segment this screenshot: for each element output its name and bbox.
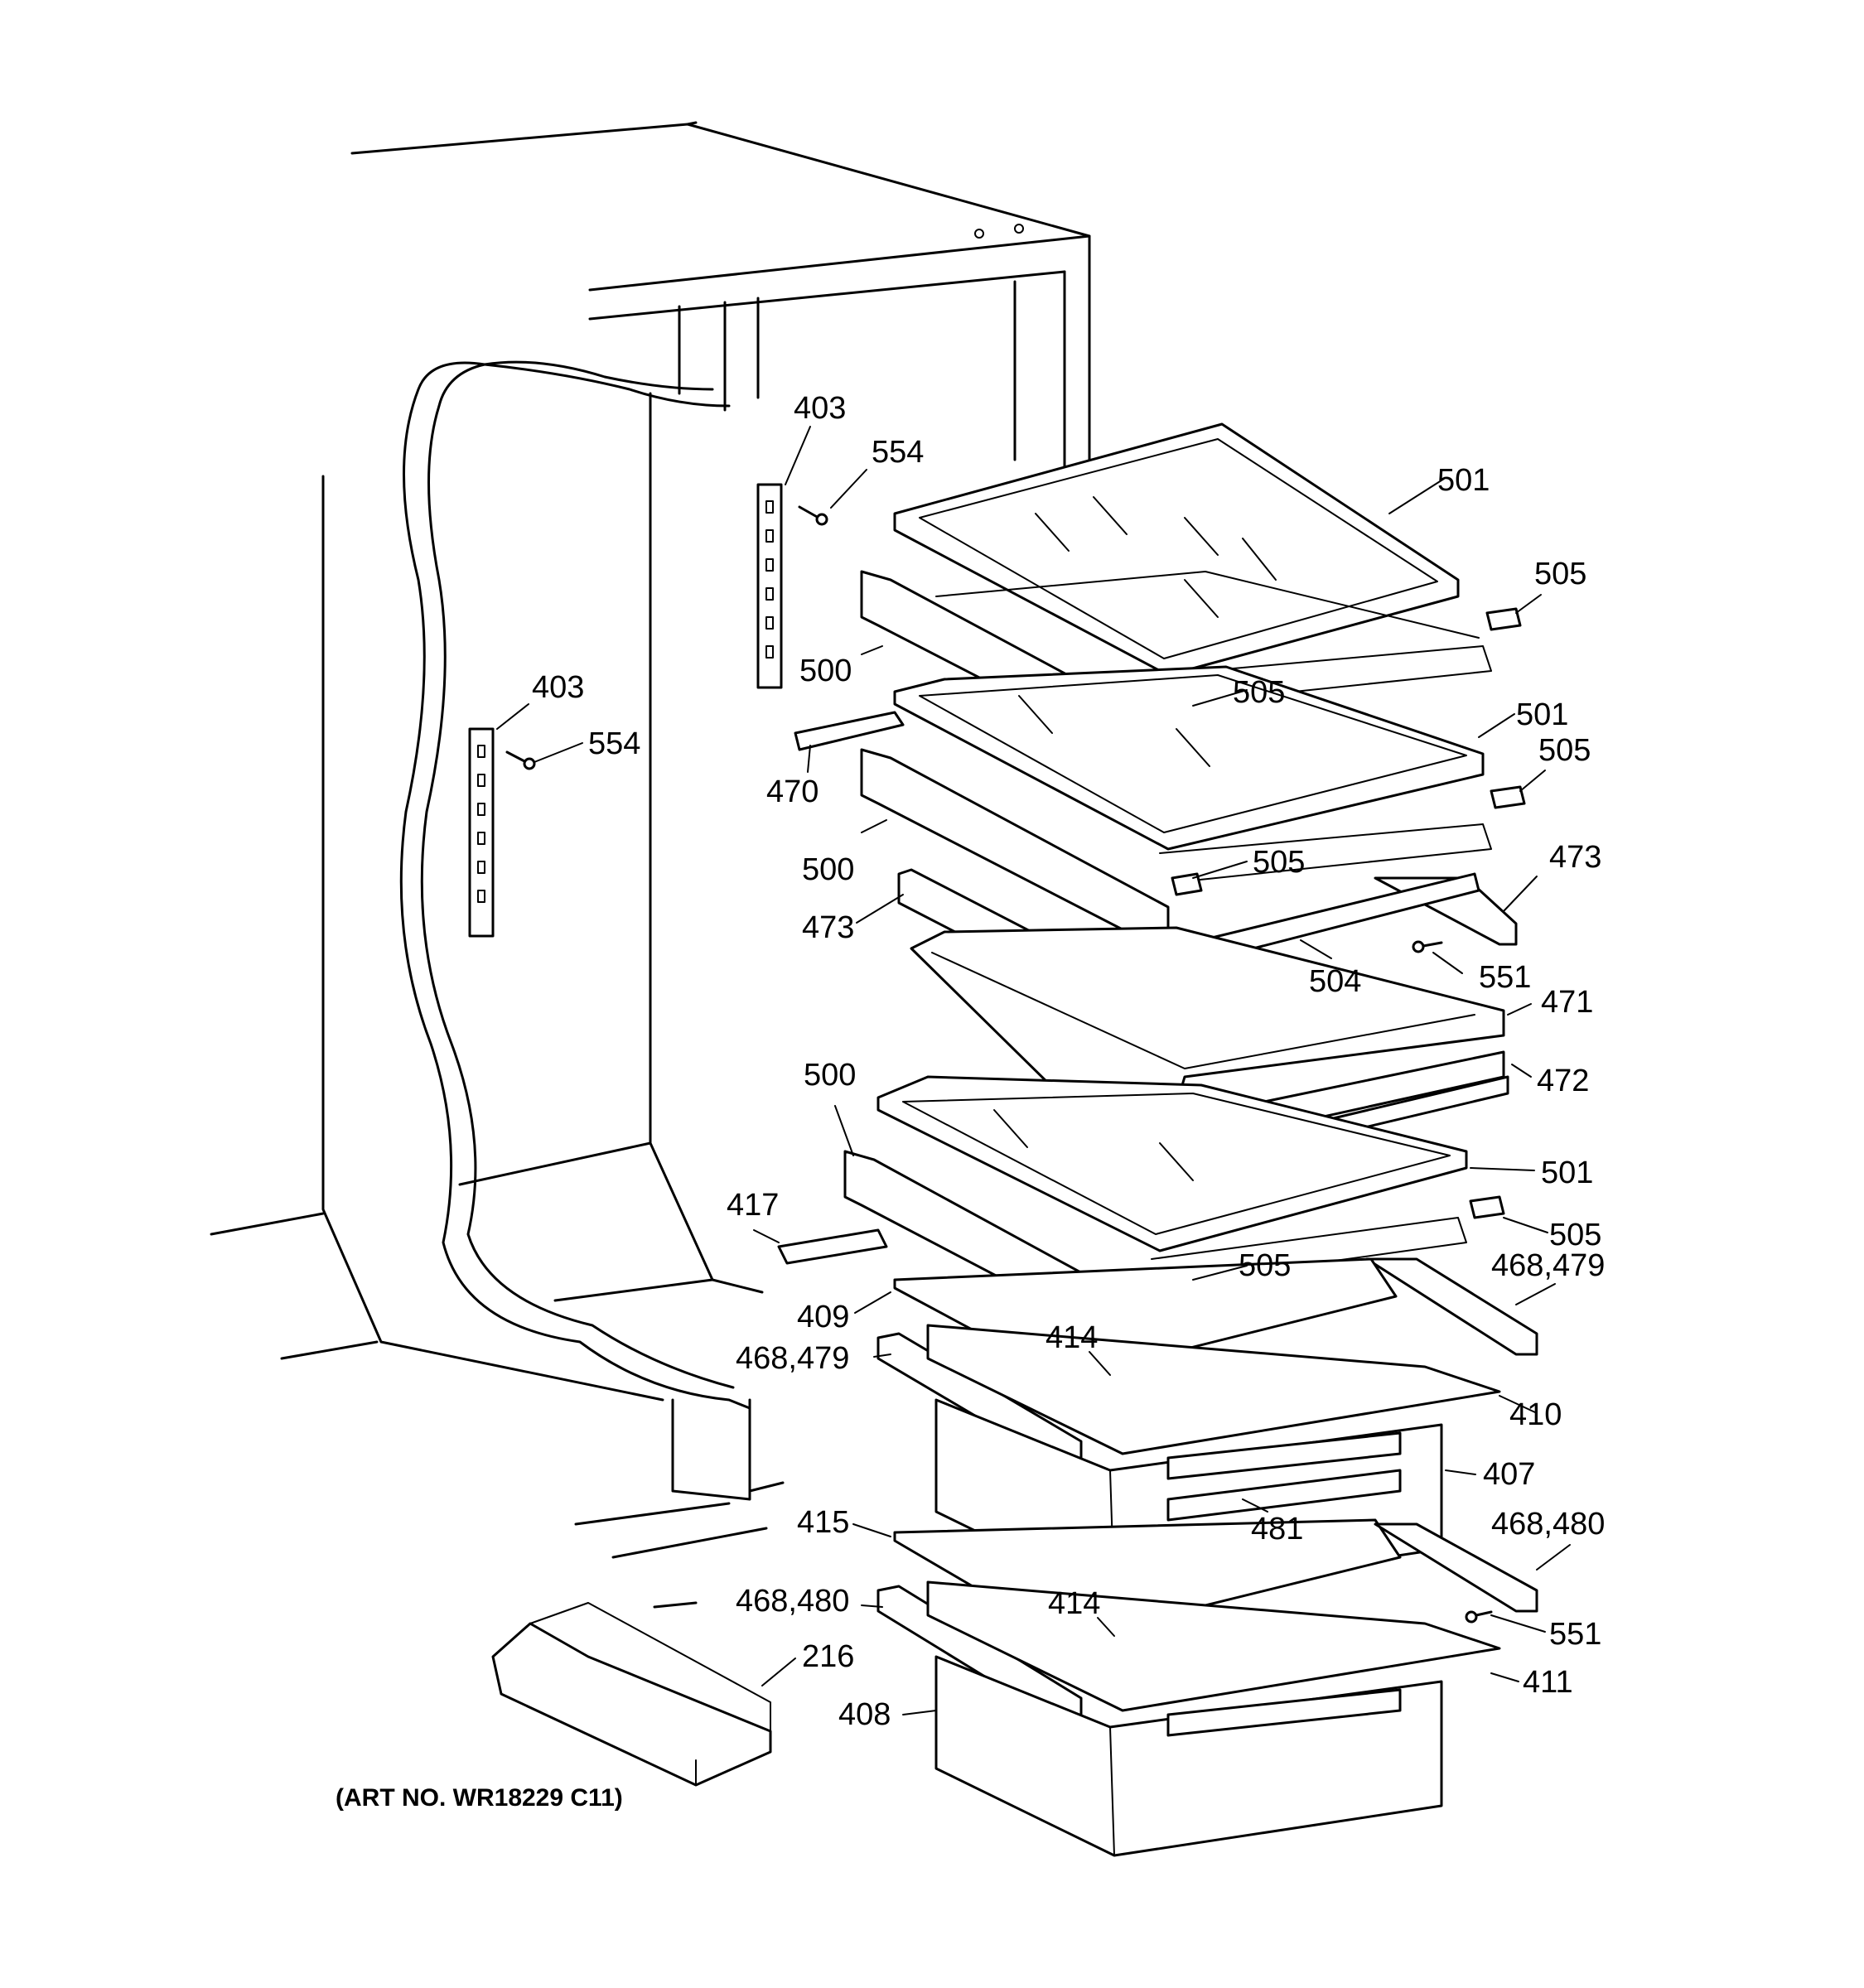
shelf-support-505-c (1490, 785, 1526, 809)
light-shield-417 (777, 1228, 888, 1265)
callout-505: 505 (1549, 1218, 1601, 1252)
glass-shelf-top (893, 422, 1460, 677)
drawer-slide-468-480-right (1374, 1522, 1538, 1613)
glass-shelf-lower (876, 1075, 1468, 1252)
art-number: (ART NO. WR18229 C11) (336, 1784, 623, 1812)
callout-470: 470 (766, 774, 819, 809)
callout-501: 501 (1516, 697, 1568, 732)
callout-468-479: 468,479 (1491, 1248, 1605, 1283)
callout-414: 414 (1045, 1320, 1098, 1355)
shelf-support-505-a (1485, 607, 1522, 631)
refrigerator-cabinet (210, 121, 1091, 1609)
callout-473: 473 (1549, 840, 1601, 875)
callout-468-480: 468,480 (736, 1584, 849, 1619)
callout-505: 505 (1538, 733, 1591, 768)
callout-505: 505 (1534, 557, 1586, 591)
callout-551: 551 (1549, 1617, 1601, 1652)
drawer-handle-481 (1166, 1469, 1402, 1522)
shelf-rail-upper (756, 483, 783, 689)
callout-505: 505 (1253, 845, 1305, 880)
callout-500: 500 (804, 1058, 856, 1093)
crisper-drawer-408 (934, 1655, 1443, 1857)
callout-554: 554 (872, 435, 924, 470)
callout-551: 551 (1479, 960, 1531, 995)
callout-501: 501 (1437, 463, 1490, 498)
callout-500: 500 (799, 654, 852, 688)
callout-labels: 403 554 403 554 501 505 500 505 501 505 … (336, 391, 1605, 1812)
callout-472: 472 (1537, 1064, 1589, 1098)
callout-216: 216 (802, 1639, 854, 1674)
callout-410: 410 (1509, 1397, 1562, 1432)
callout-415: 415 (797, 1505, 849, 1540)
drawer-slide-468-479-right (1365, 1257, 1538, 1356)
screw-551-upper (1412, 940, 1443, 953)
door-bin-216 (491, 1602, 772, 1787)
callout-468-479: 468,479 (736, 1341, 849, 1376)
callout-411: 411 (1523, 1665, 1573, 1700)
shelf-rail-lower (468, 727, 495, 938)
callout-500: 500 (802, 852, 854, 887)
callout-468-480: 468,480 (1491, 1507, 1605, 1542)
callout-501: 501 (1541, 1156, 1593, 1190)
callout-403: 403 (794, 391, 846, 426)
callout-408: 408 (838, 1697, 891, 1732)
screw-554-upper (798, 505, 828, 526)
drawer-front-410 (926, 1324, 1501, 1455)
drawer-front-411 (926, 1580, 1501, 1712)
screw-554-lower (505, 750, 536, 770)
callout-473: 473 (802, 910, 854, 945)
callout-505: 505 (1233, 675, 1285, 710)
callout-403: 403 (532, 670, 584, 705)
glass-shelf-middle (893, 665, 1485, 851)
callout-554: 554 (588, 726, 640, 761)
callout-505: 505 (1239, 1248, 1291, 1283)
light-shield-470 (794, 711, 905, 751)
callout-407: 407 (1483, 1457, 1535, 1492)
callout-471: 471 (1541, 985, 1593, 1020)
callout-417: 417 (727, 1188, 779, 1223)
callout-481: 481 (1251, 1512, 1303, 1546)
callout-504: 504 (1309, 964, 1361, 999)
callout-409: 409 (797, 1300, 849, 1334)
screw-551-lower (1465, 1610, 1493, 1624)
callout-414: 414 (1048, 1586, 1100, 1621)
shelf-support-505-d (1171, 872, 1203, 896)
shelf-support-505-e (1469, 1195, 1505, 1219)
leader-lines (496, 426, 1571, 1715)
